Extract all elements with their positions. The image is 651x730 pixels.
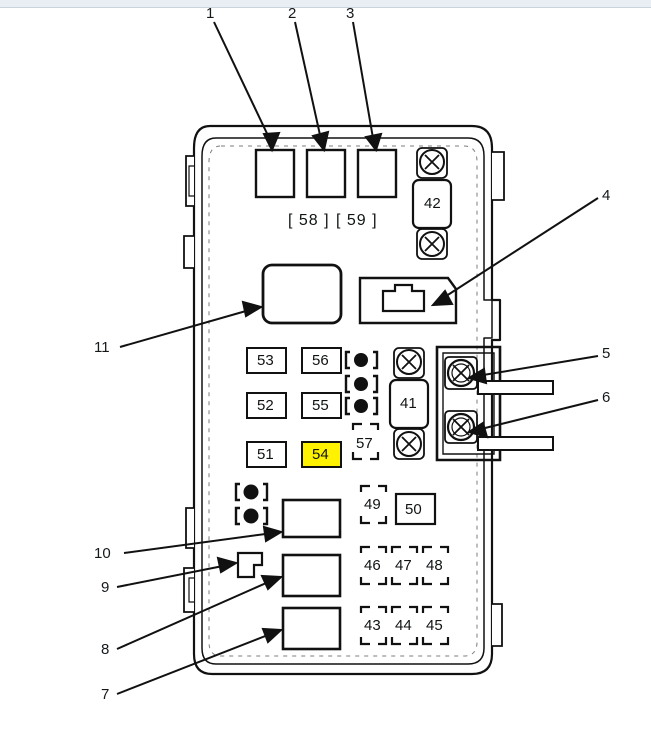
relay-slot-b[interactable] — [305, 148, 347, 199]
fuse-label-50: 50 — [405, 501, 422, 518]
screw-41-top[interactable] — [393, 347, 425, 379]
fuse-42-assembly[interactable] — [411, 147, 453, 260]
fuse-label-42: 42 — [424, 195, 441, 212]
bracket-label-58: [ 58 ] — [288, 212, 330, 229]
empty-fuse-slots — [359, 484, 450, 646]
terminal-lug-lower — [477, 436, 554, 451]
fuse-54[interactable] — [301, 441, 342, 468]
callout-3: 3 — [346, 5, 355, 22]
leader-lines — [116, 21, 599, 695]
screw-41-bottom[interactable] — [393, 428, 425, 460]
fuse-label-49: 49 — [364, 496, 381, 513]
terminal-lug-upper — [477, 380, 554, 395]
fuse-label-47: 47 — [395, 557, 412, 574]
fuse-53[interactable] — [246, 347, 287, 374]
notched-connector[interactable] — [236, 551, 264, 579]
left-mounting-tabs — [183, 155, 194, 613]
callout-9: 9 — [101, 579, 110, 596]
relay-slot-a[interactable] — [254, 148, 296, 199]
relay-slot-lower-1[interactable] — [281, 498, 342, 539]
fuse-grid-upper — [246, 347, 342, 468]
relay-slot-lower-2[interactable] — [281, 553, 342, 598]
fuse-label-57: 57 — [356, 435, 373, 452]
fuse-41-assembly[interactable] — [388, 347, 430, 460]
fuse-label-43: 43 — [364, 617, 381, 634]
fuse-label-52: 52 — [257, 397, 274, 414]
fuse-50[interactable] — [394, 492, 437, 526]
dot-indicators-upper — [344, 350, 379, 416]
fuse-55[interactable] — [301, 392, 342, 419]
large-relay[interactable] — [261, 263, 343, 325]
bracket-label-59: [ 59 ] — [336, 212, 378, 229]
connector-block[interactable] — [358, 276, 458, 325]
screw-42-bottom[interactable] — [416, 228, 448, 260]
relay-slot-lower-3[interactable] — [281, 606, 342, 651]
fuse-slot-57[interactable] — [351, 422, 380, 461]
fuse-51[interactable] — [246, 441, 287, 468]
callout-2: 2 — [288, 5, 297, 22]
terminal-screw-upper[interactable] — [444, 356, 478, 390]
fuse-label-54: 54 — [312, 446, 329, 463]
fuse-label-44: 44 — [395, 617, 412, 634]
relay-slot-c[interactable] — [356, 148, 398, 199]
fuse-label-51: 51 — [257, 446, 274, 463]
callout-7: 7 — [101, 686, 110, 703]
callout-1: 1 — [206, 5, 215, 22]
callout-6: 6 — [602, 389, 611, 406]
top-band — [0, 0, 651, 8]
callout-4: 4 — [602, 187, 611, 204]
fuse-52[interactable] — [246, 392, 287, 419]
terminal-screw-lower[interactable] — [444, 410, 478, 444]
callout-5: 5 — [602, 345, 611, 362]
fuse-label-45: 45 — [426, 617, 443, 634]
fuse-label-46: 46 — [364, 557, 381, 574]
callout-11: 11 — [94, 339, 110, 356]
fuse-56[interactable] — [301, 347, 342, 374]
fuse-label-53: 53 — [257, 352, 274, 369]
fuse-label-55: 55 — [312, 397, 329, 414]
fuse-box-housing — [192, 124, 502, 676]
callout-8: 8 — [101, 641, 110, 658]
fuse-label-48: 48 — [426, 557, 443, 574]
fuse-label-41: 41 — [400, 395, 417, 412]
right-mounting-tabs — [492, 151, 505, 647]
fuse-label-56: 56 — [312, 352, 329, 369]
terminal-block — [435, 345, 554, 462]
screw-42-top[interactable] — [416, 147, 448, 179]
callout-10: 10 — [94, 545, 111, 562]
dot-indicators-lower — [234, 482, 269, 526]
